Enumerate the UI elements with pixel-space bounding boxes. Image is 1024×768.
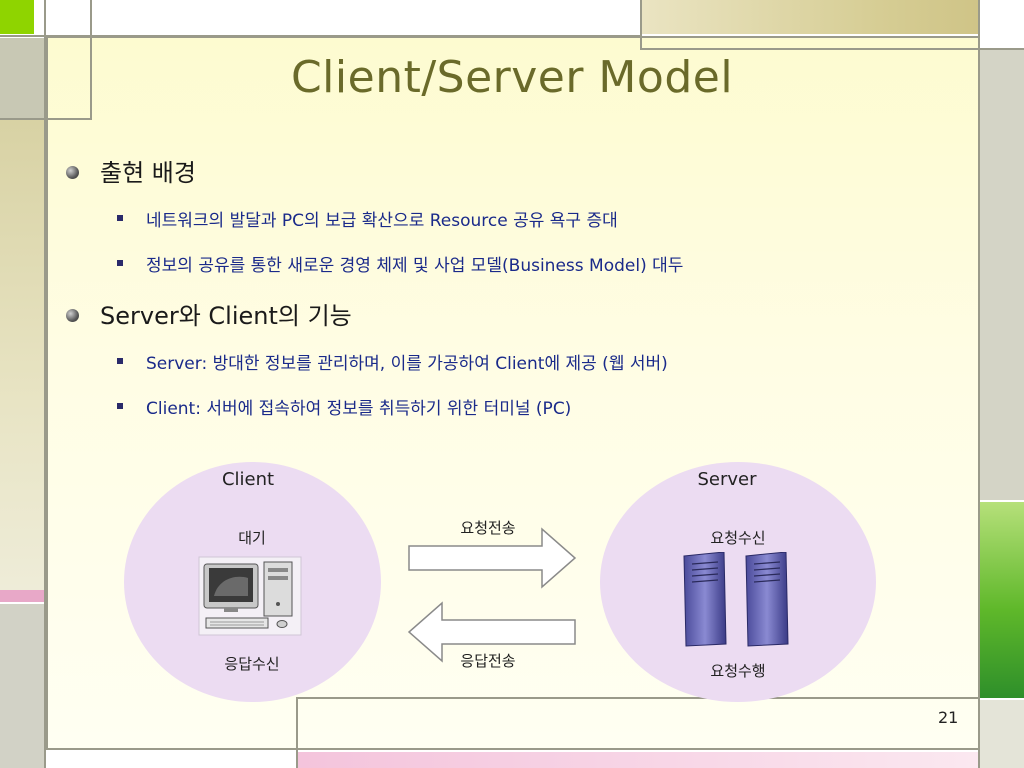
bullet-item: Client: 서버에 접속하여 정보를 취득하기 위한 터미널 (PC) bbox=[146, 399, 572, 419]
square-bullet-icon bbox=[117, 215, 123, 221]
frame-line bbox=[90, 0, 92, 120]
request-label: 요청전송 bbox=[460, 519, 516, 537]
computer-icon bbox=[198, 556, 302, 636]
corner-green-block bbox=[0, 0, 34, 34]
server-status-process: 요청수행 bbox=[710, 662, 766, 680]
top-gold-block bbox=[642, 0, 980, 34]
section-heading: Server와 Client의 기능 bbox=[100, 302, 352, 330]
sphere-bullet-icon bbox=[66, 166, 79, 179]
server-circle bbox=[600, 462, 876, 702]
right-white-block bbox=[980, 0, 1024, 48]
frame-line bbox=[640, 0, 642, 50]
right-bottom-block bbox=[980, 700, 1024, 768]
slide-title: Client/Server Model bbox=[290, 52, 734, 103]
right-green-block bbox=[980, 502, 1024, 698]
frame-line bbox=[0, 35, 640, 37]
frame-line bbox=[296, 697, 298, 768]
left-pink-strip bbox=[0, 590, 44, 602]
square-bullet-icon bbox=[117, 358, 123, 364]
bullet-item: 네트워크의 발달과 PC의 보급 확산으로 Resource 공유 욕구 증대 bbox=[146, 211, 618, 231]
bottom-pink-strip bbox=[298, 752, 978, 768]
left-olive-block bbox=[0, 120, 44, 590]
arrow-left-icon bbox=[407, 601, 576, 663]
section-heading: 출현 배경 bbox=[100, 159, 196, 187]
left-bottom-grey-block bbox=[0, 604, 44, 768]
arrow-right-icon bbox=[408, 527, 577, 589]
server-status-receive: 요청수신 bbox=[710, 529, 766, 547]
square-bullet-icon bbox=[117, 403, 123, 409]
frame-line bbox=[46, 748, 980, 750]
server-label: Server bbox=[697, 469, 757, 490]
frame-line bbox=[640, 48, 1024, 50]
sphere-bullet-icon bbox=[66, 309, 79, 322]
square-bullet-icon bbox=[117, 260, 123, 266]
bullet-item: 정보의 공유를 통한 새로운 경영 체제 및 사업 모델(Business Mo… bbox=[146, 256, 684, 276]
client-label: Client bbox=[221, 469, 275, 490]
frame-line bbox=[44, 0, 46, 768]
server-tower-icon bbox=[683, 552, 789, 647]
frame-line bbox=[0, 118, 92, 120]
client-status-response: 응답수신 bbox=[224, 655, 280, 673]
right-grey-block bbox=[980, 50, 1024, 500]
frame-line bbox=[978, 0, 980, 768]
bullet-item: Server: 방대한 정보를 관리하며, 이를 가공하여 Client에 제공… bbox=[146, 354, 668, 374]
client-status-waiting: 대기 bbox=[238, 529, 266, 547]
page-number: 21 bbox=[938, 708, 959, 727]
left-grey-block bbox=[0, 38, 44, 118]
response-label: 응답전송 bbox=[460, 652, 516, 670]
frame-line bbox=[296, 697, 980, 699]
